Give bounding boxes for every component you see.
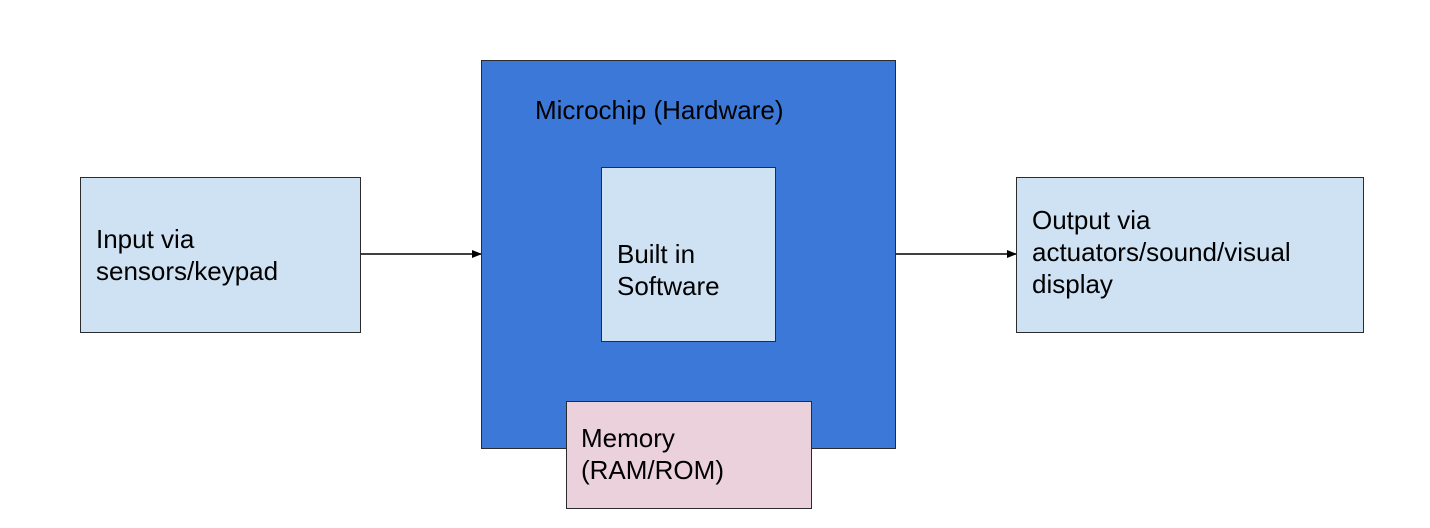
memory-node-label: Memory (RAM/ROM)	[581, 422, 724, 486]
memory-label-line-1: Memory	[581, 423, 675, 453]
output-node: Output via actuators/sound/visual displa…	[1016, 177, 1364, 333]
input-node: Input via sensors/keypad	[80, 177, 361, 333]
microchip-title: Microchip (Hardware)	[535, 95, 784, 125]
software-node-label: Built in Software	[617, 238, 720, 302]
software-node: Built in Software	[601, 167, 776, 342]
output-label-line-3: display	[1032, 269, 1113, 299]
software-label-line-2: Software	[617, 271, 720, 301]
input-node-label: Input via sensors/keypad	[96, 223, 278, 287]
software-label-line-1: Built in	[617, 239, 696, 269]
memory-node: Memory (RAM/ROM)	[566, 401, 812, 509]
memory-label-line-2: (RAM/ROM)	[581, 455, 724, 485]
input-label-line-1: Input via	[96, 224, 195, 254]
output-label-line-1: Output via	[1032, 205, 1151, 235]
output-label-line-2: actuators/sound/visual	[1032, 237, 1291, 267]
output-node-label: Output via actuators/sound/visual displa…	[1032, 204, 1291, 300]
input-label-line-2: sensors/keypad	[96, 256, 279, 286]
